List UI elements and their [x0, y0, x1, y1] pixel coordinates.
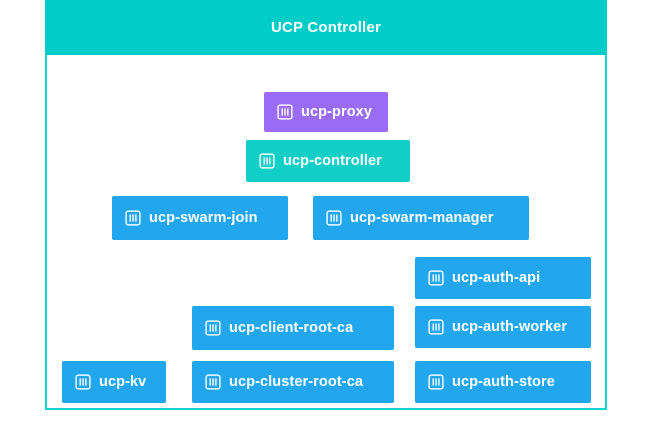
container-icon [125, 210, 141, 226]
node-ucp-auth-api[interactable]: ucp-auth-api [415, 257, 591, 299]
node-label: ucp-kv [99, 373, 147, 390]
node-label: ucp-auth-store [452, 373, 555, 390]
node-ucp-swarm-manager[interactable]: ucp-swarm-manager [313, 196, 529, 240]
node-label: ucp-client-root-ca [229, 319, 354, 336]
node-ucp-client-root-ca[interactable]: ucp-client-root-ca [192, 306, 394, 350]
container-icon [428, 270, 444, 286]
container-icon [75, 374, 91, 390]
node-ucp-auth-worker[interactable]: ucp-auth-worker [415, 306, 591, 348]
container-icon [428, 374, 444, 390]
container-icon [259, 153, 275, 169]
node-label: ucp-auth-worker [452, 318, 568, 335]
node-ucp-swarm-join[interactable]: ucp-swarm-join [112, 196, 288, 240]
container-icon [205, 320, 221, 336]
node-label: ucp-cluster-root-ca [229, 373, 364, 390]
node-label: ucp-proxy [301, 103, 372, 120]
node-label: ucp-auth-api [452, 269, 541, 286]
panel-header: UCP Controller [45, 0, 607, 55]
container-icon [428, 319, 444, 335]
node-ucp-cluster-root-ca[interactable]: ucp-cluster-root-ca [192, 361, 394, 403]
node-label: ucp-swarm-join [149, 209, 258, 226]
node-ucp-auth-store[interactable]: ucp-auth-store [415, 361, 591, 403]
container-icon [205, 374, 221, 390]
container-icon [326, 210, 342, 226]
node-label: ucp-controller [283, 152, 382, 169]
node-label: ucp-swarm-manager [350, 209, 494, 226]
node-ucp-proxy[interactable]: ucp-proxy [264, 92, 388, 132]
container-icon [277, 104, 293, 120]
node-ucp-kv[interactable]: ucp-kv [62, 361, 166, 403]
page-title: UCP Controller [270, 19, 382, 36]
node-ucp-controller[interactable]: ucp-controller [246, 140, 410, 182]
